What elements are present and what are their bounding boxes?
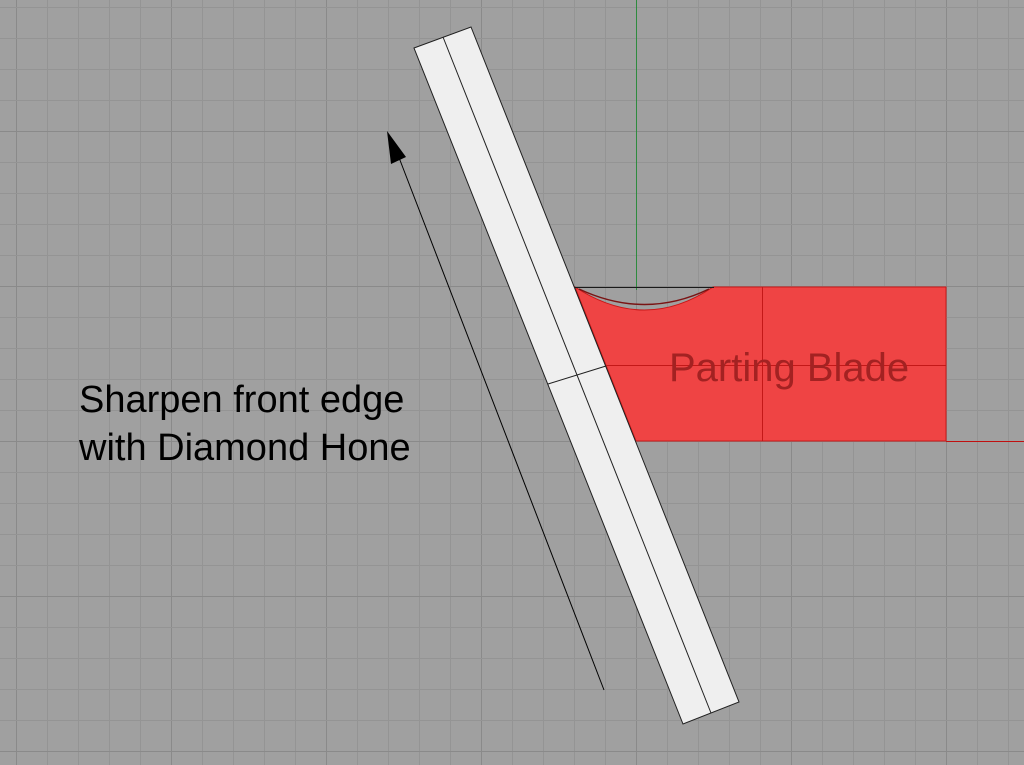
instruction-text-line-1: Sharpen front edge xyxy=(79,379,404,421)
diamond-hone[interactable] xyxy=(413,26,740,725)
sharpen-direction-arrow xyxy=(387,131,605,691)
parting-blade[interactable]: Parting Blade xyxy=(573,285,947,442)
parting-blade-label: Parting Blade xyxy=(669,346,909,390)
parting-blade-groove xyxy=(578,288,710,306)
arrow-head-icon xyxy=(387,131,406,164)
arrow-shaft xyxy=(397,154,605,691)
instruction-text-line-2: with Diamond Hone xyxy=(78,427,411,469)
diamond-hone-cross-line xyxy=(547,365,607,385)
parting-blade-body xyxy=(573,285,947,442)
